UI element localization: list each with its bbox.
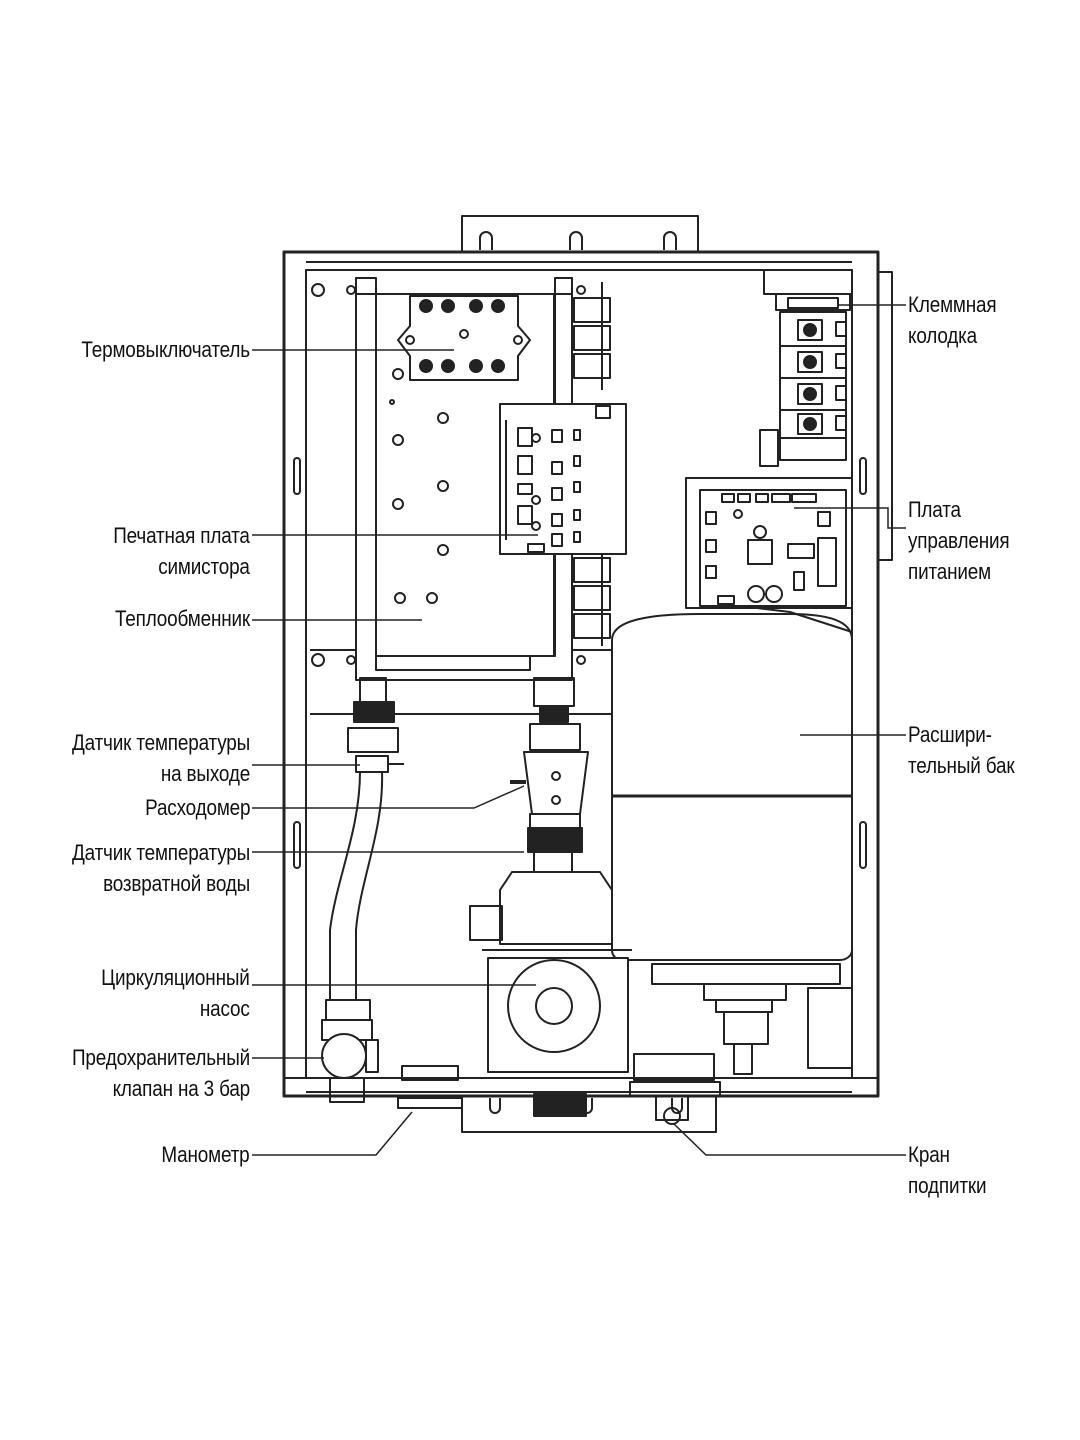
label-flowmeter: Расходомер [144,795,250,820]
label-power-control-board: Плата управления питанием [908,497,1010,584]
label-circulation-pump: Циркуляционный насос [101,965,251,1021]
return-pipe [510,677,589,873]
label-outlet-temp-sensor: Датчик температуры на выходе [71,730,250,786]
leader-fill-valve [673,1123,906,1156]
label-fill-valve: Кран подпитки [908,1142,987,1198]
bottom-mounting-bracket [461,1096,717,1133]
top-mounting-bracket [461,215,699,252]
label-triac-board: Печатная плата симистора [113,523,250,579]
label-heat-exchanger: Теплообменник [114,606,250,631]
power-board-part [685,477,853,609]
circulation-pump-part [469,871,632,1073]
label-pressure-gauge: Манометр [161,1142,250,1167]
leader-flowmeter [252,785,525,809]
safety-valve-part [321,1033,379,1103]
outlet-pipe [321,677,404,1041]
bottom-fittings [533,1053,721,1125]
label-terminal-block: Клеммная колодка [908,292,997,348]
pressure-gauge-part [397,1065,463,1109]
label-return-temp-sensor: Датчик температуры возвратной воды [71,840,250,896]
thermal-switch-part [397,295,531,381]
terminal-block-part [759,269,853,467]
triac-board-part [499,403,627,555]
leader-power-board [794,507,906,529]
leader-gauge [252,1111,413,1156]
connector-stacks [573,282,611,646]
label-thermal-switch: Термовыключатель [81,337,251,362]
label-expansion-tank: Расшири- тельный бак [908,722,1015,778]
label-safety-valve: Предохранительный клапан на 3 бар [71,1045,250,1101]
leader-lines [252,304,906,1156]
